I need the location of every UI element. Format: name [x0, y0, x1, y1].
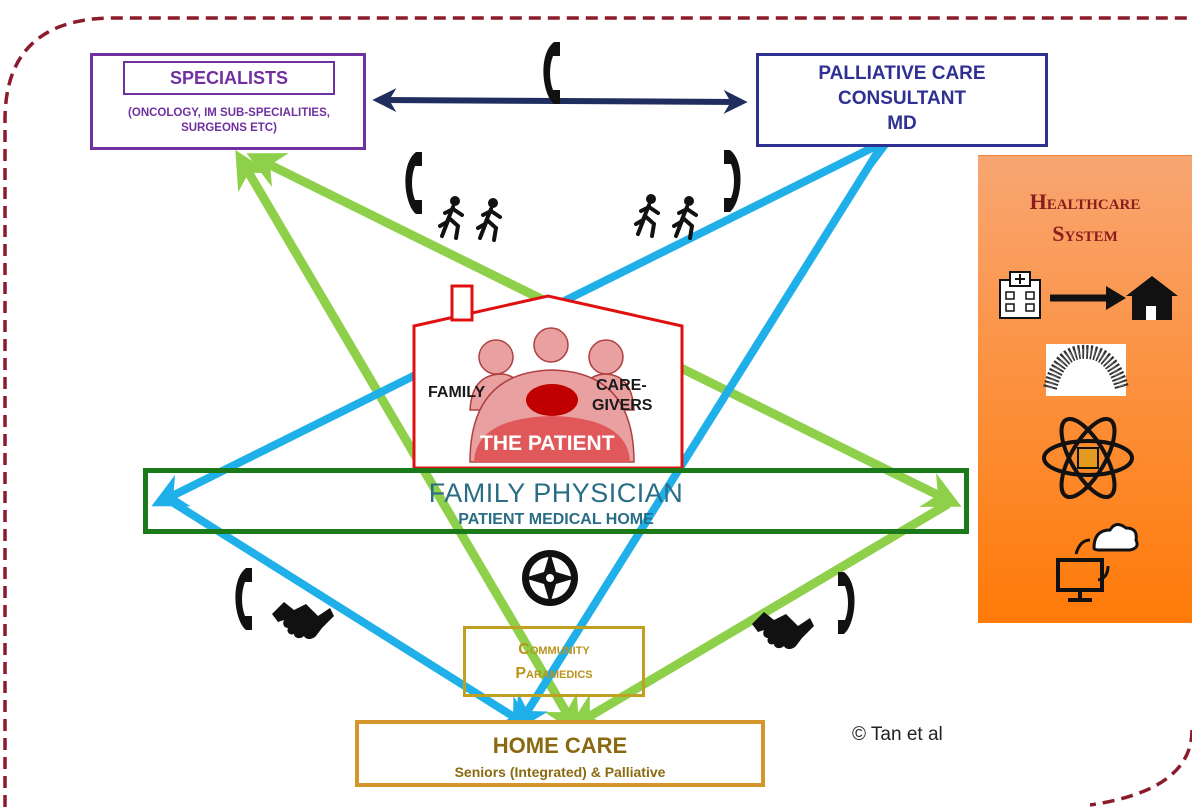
patient-label: THE PATIENT [480, 432, 615, 455]
palliative-line-1: PALLIATIVE CARE [818, 63, 986, 84]
copyright-label: © Tan et al [852, 724, 943, 745]
community-paramedics-line-2: Paramedics [515, 665, 593, 682]
computer-cloud-sync-icon [1056, 523, 1139, 602]
caregivers-line-2: GIVERS [592, 397, 653, 414]
healthcare-system-line-1: Healthcare [1029, 189, 1141, 214]
palliative-line-3: MD [887, 113, 917, 134]
compass-icon [522, 550, 578, 606]
slinky-icon [1043, 344, 1129, 396]
specialists-title: SPECIALISTS [123, 61, 335, 95]
atom-icon [1042, 416, 1134, 500]
navy-double-arrow [372, 88, 748, 114]
caregivers-label: CARE- GIVERS [592, 376, 652, 416]
family-physician-title: FAMILY PHYSICIAN [428, 478, 684, 508]
hospital-to-home-icon [999, 271, 1178, 320]
community-paramedics-line-1: Community [518, 641, 590, 658]
patient-home-icon [412, 284, 684, 470]
family-label: FAMILY [428, 384, 486, 401]
home-care-subtitle: Seniors (Integrated) & Palliative [454, 764, 666, 780]
specialists-subtitle: (ONCOLOGY, IM SUB-SPECIALITIES, SURGEONS… [128, 107, 330, 134]
caregivers-line-1: CARE- [596, 377, 647, 394]
palliative-care-box: PALLIATIVE CARE CONSULTANT MD [756, 53, 1048, 147]
family-physician-subtitle: PATIENT MEDICAL HOME [458, 511, 654, 528]
home-care-title: HOME CARE [492, 733, 628, 758]
community-paramedics-box: Community Paramedics [463, 626, 645, 697]
healthcare-system-title: Healthcare System [978, 186, 1192, 250]
home-care-box: HOME CARE Seniors (Integrated) & Palliat… [355, 720, 765, 787]
family-physician-box: FAMILY PHYSICIAN PATIENT MEDICAL HOME [143, 468, 969, 534]
palliative-line-2: CONSULTANT [837, 88, 967, 109]
healthcare-system-line-2: System [1052, 221, 1118, 246]
specialists-box: SPECIALISTS (ONCOLOGY, IM SUB-SPECIALITI… [90, 53, 366, 150]
blue-arrow-palliative-homecare [514, 139, 888, 732]
dashed-boundary [3, 16, 1192, 807]
